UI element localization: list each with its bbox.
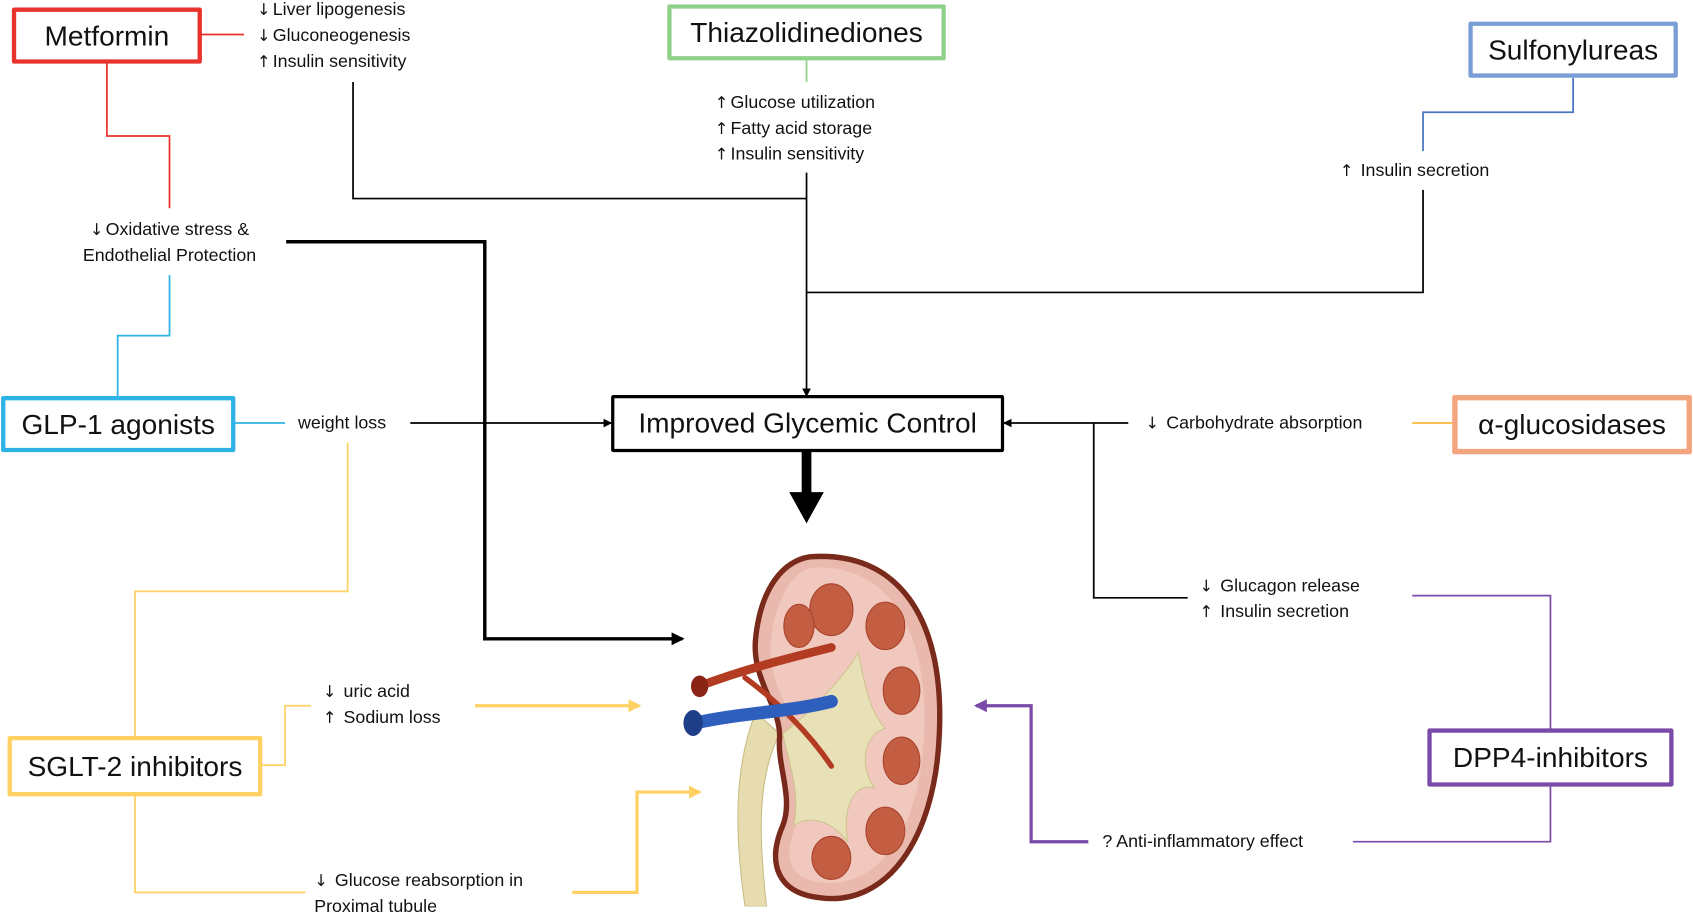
increase-arrow-icon: ↑ [714,92,729,113]
glucagon-effects: ↓ Glucagon release ↑ Insulin secretion [1200,573,1360,625]
dpp4-box: DPP4-inhibitors [1427,728,1674,787]
thiazolidinediones-box: Thiazolidinediones [667,4,946,61]
uric-sodium-effects: ↓ uric acid ↑ Sodium loss [323,679,441,731]
effect-line: weight loss [297,413,387,433]
increase-arrow-icon: ↑ [256,51,271,72]
decrease-arrow-icon: ↓ [256,0,271,20]
effect-line: ? Anti-inflammatory effect [1102,831,1304,852]
effect-line: ↑Insulin sensitivity [714,144,865,165]
increase-arrow-icon: ↑ [1339,160,1354,181]
pyramid [882,666,921,715]
oxidative-effects: ↓Oxidative stress & Endothelial Protecti… [60,217,278,269]
effect-line: Endothelial Protection [82,246,257,266]
connector-dpp4-antiinflam [1352,785,1552,843]
center-label: Improved Glycemic Control [638,406,977,440]
increase-arrow-icon: ↑ [322,707,337,728]
effect-line: ↓Gluconeogenesis [256,25,411,46]
sulfonylurea-effects: ↑ Insulin secretion [1340,158,1489,184]
decrease-arrow-icon: ↓ [256,25,271,46]
pyramid [783,603,815,648]
decrease-arrow-icon: ↓ [1145,413,1160,433]
pyramid [809,583,854,637]
glp1-label: GLP-1 agonists [21,407,215,440]
weight-loss-effect: weight loss [298,410,386,436]
effect-line: ↑Insulin sensitivity [256,51,407,72]
connector-sglt2-glucose [134,795,306,894]
center-box: Improved Glycemic Control [611,394,1005,453]
decrease-arrow-icon: ↓ [89,220,104,240]
renal-artery [697,643,836,690]
sulfonylureas-label: Sulfonylureas [1488,32,1659,66]
connector-antiinflam-to-kidney [973,699,1089,844]
increase-arrow-icon: ↑ [714,144,729,165]
alpha-glucosidases-label: α-glucosidases [1478,407,1666,441]
effect-line: ↑Fatty acid storage [714,118,873,139]
connector-dpp4-glucagon [1412,594,1552,730]
connector-sglt2-glp1 [134,442,349,738]
pyramid [865,806,906,856]
effect-line: ↓ Carbohydrate absorption [1145,413,1363,433]
pyramid [811,835,852,881]
sglt2-box: SGLT-2 inhibitors [7,735,263,797]
effect-line: ↓Liver lipogenesis [256,0,406,20]
ureter [737,711,781,907]
effect-line: ↑ Sodium loss [322,707,441,728]
connector-oxidative-glp1 [116,275,171,398]
connector-sulfonylurea-effect [1422,77,1574,152]
connector-center-to-kidney-head [789,492,824,524]
metformin-liver-effects: ↓Liver lipogenesis ↓Gluconeogenesis ↑Ins… [257,0,410,74]
glp1-box: GLP-1 agonists [1,396,236,453]
connector-metformin-oxidative [106,62,171,209]
kidney-illustration-icon [683,553,943,907]
carbohydrate-effect: ↓ Carbohydrate absorption [1146,410,1363,436]
connector-oxidative-to-kidney [286,239,685,646]
effect-line: ↓ Glucose reabsorption in [314,870,524,891]
tzd-effects: ↑Glucose utilization ↑Fatty acid storage… [715,90,875,168]
anti-inflammatory-effect: ? Anti-inflammatory effect [1102,829,1303,855]
pyramid [865,601,906,651]
increase-arrow-icon: ↑ [714,118,729,139]
sglt2-label: SGLT-2 inhibitors [27,749,243,782]
increase-arrow-icon: ↑ [1199,602,1214,622]
thiazolidinediones-label: Thiazolidinediones [690,15,923,49]
connector-glucagon-to-center [1092,423,1188,599]
effect-line: ↑ Insulin secretion [1199,602,1349,622]
glucose-reabsorption-effects: ↓ Glucose reabsorption in Proximal tubul… [314,868,523,919]
renal-vein [688,694,838,730]
metformin-label: Metformin [44,18,170,52]
connector-sulfonylurea-to-center [806,189,1424,294]
decrease-arrow-icon: ↓ [314,870,328,891]
connector-sglt2-uric [261,704,311,766]
dpp4-label: DPP4-inhibitors [1452,740,1648,774]
decrease-arrow-icon: ↓ [1199,576,1214,596]
pyramid [882,736,921,786]
connector-glucose-to-kidney [572,785,702,895]
decrease-arrow-icon: ↓ [322,681,337,702]
connector-liver-to-center [352,82,807,200]
effect-line: ↓ uric acid [322,681,410,702]
effect-line: ↓Oxidative stress & [89,220,250,240]
effect-line: ↓ Glucagon release [1199,576,1360,596]
metformin-box: Metformin [11,7,202,64]
effect-line: ↑ Insulin secretion [1339,160,1490,181]
effect-line: ↑Glucose utilization [714,92,876,113]
renal-pelvis [782,651,887,843]
sulfonylureas-box: Sulfonylureas [1468,21,1678,78]
effect-line: Proximal tubule [314,896,437,917]
alpha-glucosidases-box: α-glucosidases [1452,394,1692,455]
